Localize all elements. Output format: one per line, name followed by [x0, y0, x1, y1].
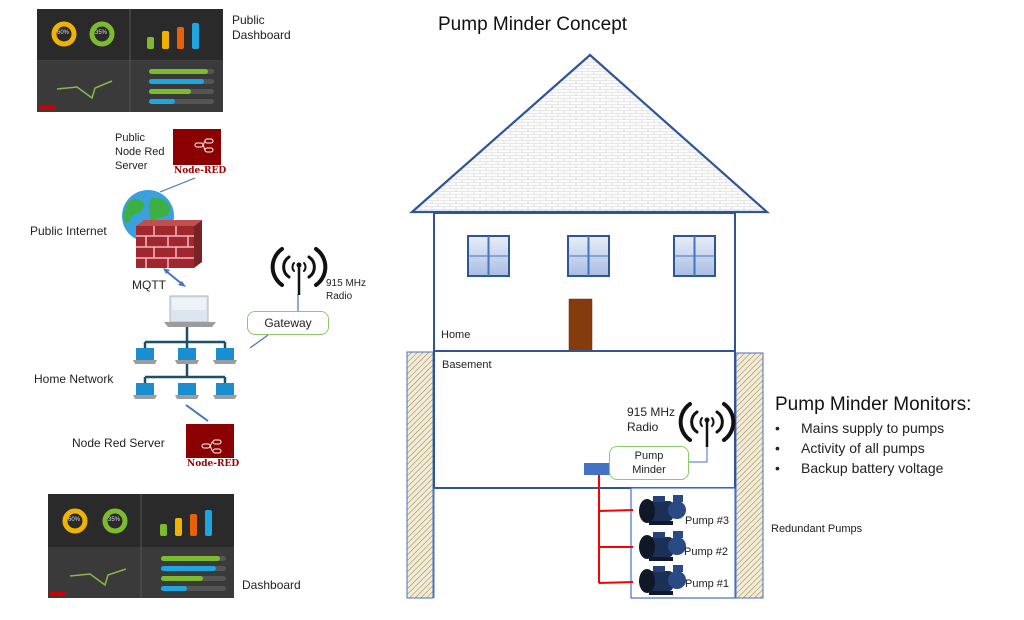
firewall-icon — [136, 220, 202, 268]
gateway-box[interactable]: Gateway — [247, 311, 329, 335]
home-network-label: Home Network — [34, 372, 114, 386]
window — [673, 235, 716, 277]
public-dashboard-thumbnail: 60% 35% — [37, 9, 223, 112]
pump-minder-antenna-icon — [678, 402, 736, 447]
foundation-wall-right — [735, 352, 764, 599]
public-dashboard-label: Public Dashboard — [232, 13, 291, 42]
pump-minder-label-2: Minder — [632, 464, 666, 476]
mqtt-label: MQTT — [132, 278, 166, 292]
pump-minder-connector — [584, 463, 610, 475]
pump-minder-box[interactable]: Pump Minder — [609, 446, 689, 480]
dashboard-thumbnail: 60% 35% — [48, 494, 234, 598]
dashboard-label: Dashboard — [242, 578, 301, 592]
page-title: Pump Minder Concept — [438, 14, 628, 35]
home-label: Home — [441, 329, 471, 341]
public-node-red-logo — [173, 129, 221, 165]
public-node-red-logo-text: Node-RED — [174, 166, 227, 176]
pump-label-1: Pump #1 — [685, 578, 730, 590]
monitors-list: •Mains supply to pumps •Activity of all … — [775, 418, 944, 478]
door — [568, 298, 593, 352]
node-red-logo-text: Node-RED — [187, 459, 240, 469]
gateway-antenna-icon — [270, 247, 328, 295]
monitors-title: Pump Minder Monitors: — [775, 394, 972, 415]
node-red-flow-icon — [201, 439, 222, 454]
roof — [409, 53, 770, 214]
home-network-icon — [133, 327, 237, 399]
power-wires — [598, 475, 634, 584]
node-red-flow-icon — [194, 138, 214, 153]
basement-label: Basement — [442, 359, 492, 371]
donut-value-1: 60% — [68, 517, 81, 523]
pump-minder-label-1: Pump — [634, 450, 664, 462]
laptop-icon — [164, 295, 216, 327]
pump-icon — [639, 531, 686, 561]
pump-label-3: Pump #3 — [685, 515, 730, 527]
monitors-item: •Backup battery voltage — [775, 460, 944, 476]
window — [467, 235, 510, 277]
donut-value-2: 35% — [108, 517, 121, 523]
donut-value-2: 35% — [95, 30, 108, 36]
gateway-radio-label: 915 MHz Radio — [326, 278, 367, 302]
monitors-item: •Activity of all pumps — [775, 440, 925, 456]
pump-icon — [639, 495, 686, 525]
basement-radio-label: 915 MHz Radio — [627, 405, 676, 434]
node-red-server-label: Node Red Server — [72, 436, 165, 450]
foundation-wall-left — [406, 351, 434, 599]
window — [567, 235, 610, 277]
public-node-red-label: Public Node Red Server — [115, 132, 165, 172]
donut-value-1: 60% — [57, 30, 70, 36]
gateway-label: Gateway — [264, 316, 312, 330]
redundant-pumps-label: Redundant Pumps — [771, 523, 863, 535]
pump-label-2: Pump #2 — [684, 546, 729, 558]
public-internet-label: Public Internet — [30, 224, 107, 238]
node-red-logo — [186, 424, 234, 458]
pump-icon — [639, 565, 686, 595]
monitors-item: •Mains supply to pumps — [775, 420, 945, 436]
